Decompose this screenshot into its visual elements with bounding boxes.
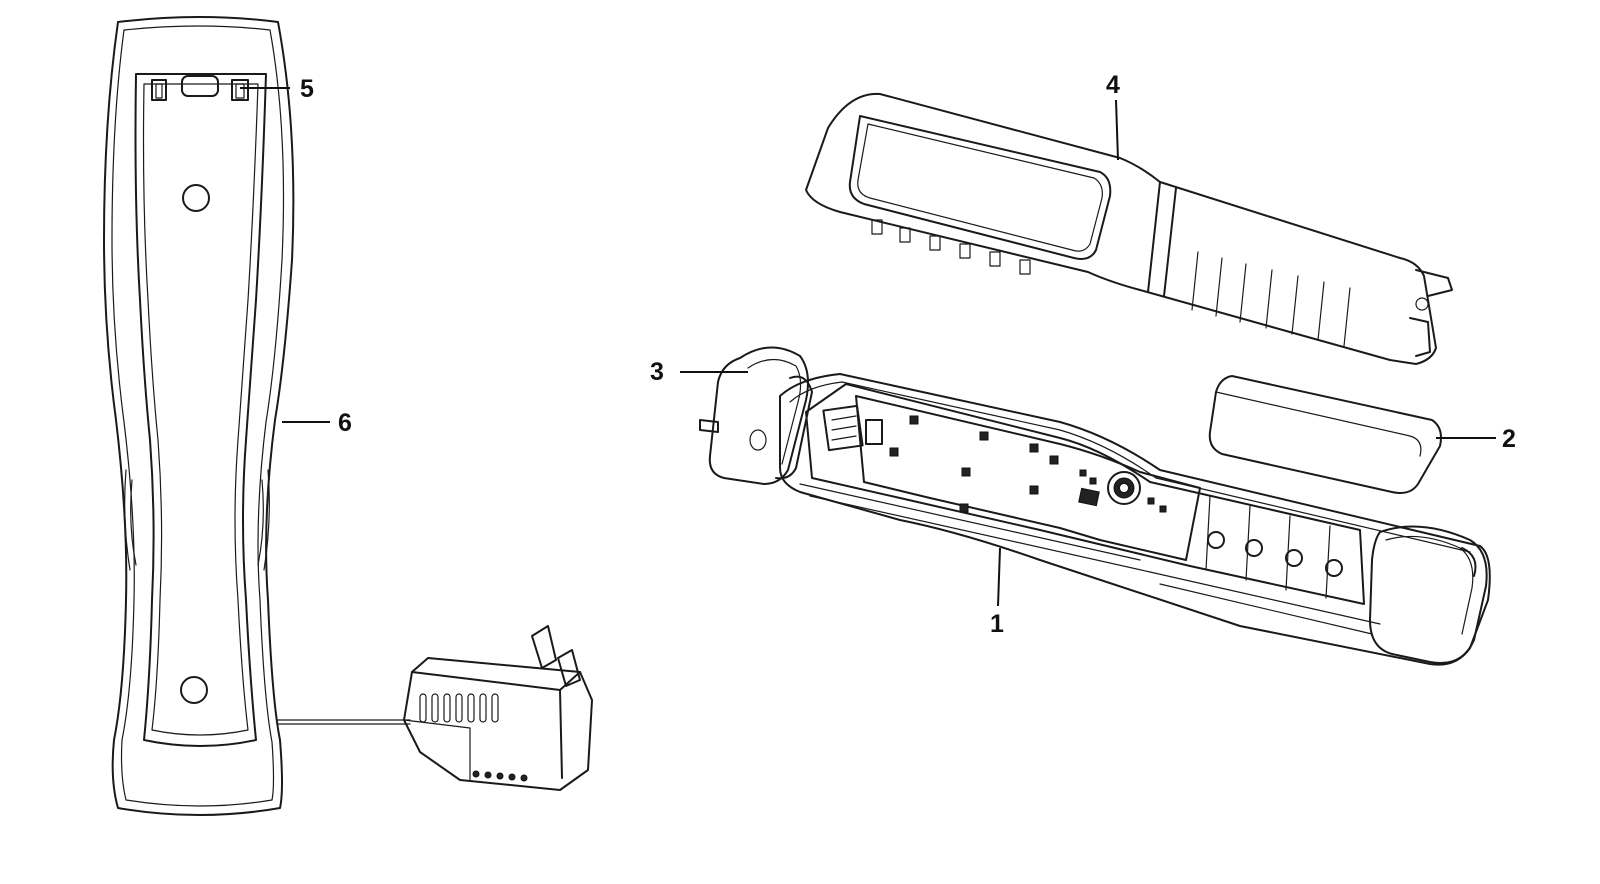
front-cap (699, 346, 813, 485)
battery-pack (1208, 375, 1442, 494)
upper-housing (805, 92, 1453, 365)
label-5: 5 (300, 75, 314, 103)
mains-adapter (277, 625, 593, 791)
leader-4 (1115, 99, 1119, 161)
label-4: 4 (1106, 71, 1120, 99)
leader-1 (997, 547, 1001, 607)
label-2: 2 (1502, 425, 1516, 453)
label-1: 1 (990, 610, 1004, 638)
leader-lines (240, 87, 1496, 607)
lower-housing (779, 373, 1491, 666)
charging-base (103, 16, 295, 816)
part-labels: 5 6 4 3 2 1 (300, 71, 1516, 638)
label-3: 3 (650, 358, 664, 386)
label-6: 6 (338, 409, 352, 437)
